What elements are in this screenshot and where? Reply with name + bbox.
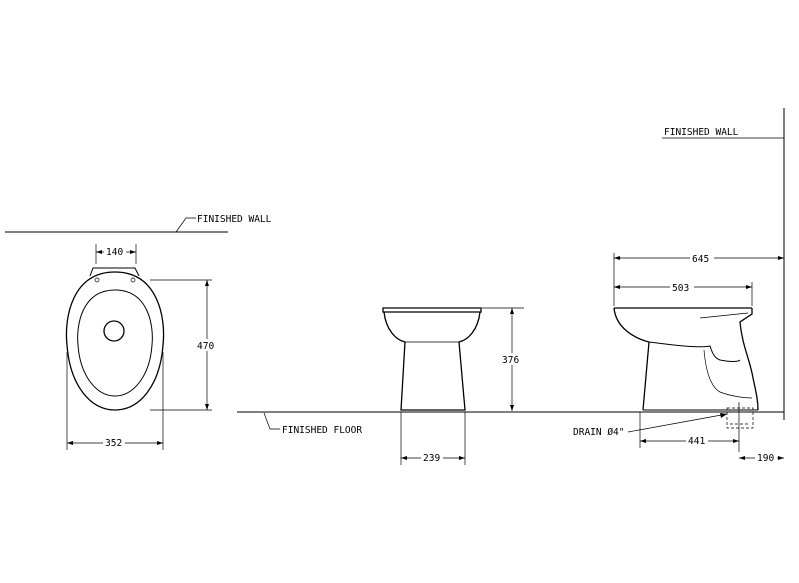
- side-trap-inner: [648, 341, 741, 362]
- drain-label: DRAIN Ø4": [573, 427, 624, 438]
- side-bowl-front: [613, 307, 650, 411]
- dim-140-label: 140: [106, 247, 123, 258]
- dim-376-label: 376: [502, 355, 519, 366]
- dim-645-label: 645: [692, 254, 709, 265]
- drain-leader-arrow: [720, 413, 727, 418]
- dim-470-arrow-top: [205, 280, 209, 286]
- dim-140-arrow-left: [96, 250, 102, 254]
- dim-352-label: 352: [105, 438, 122, 449]
- seat-outline-outer: [65, 271, 165, 411]
- side-trap-back: [739, 308, 759, 411]
- dim-352-arrow-right: [157, 441, 163, 445]
- drain-leader: [627, 413, 728, 433]
- dim-441-arrow-right: [733, 439, 739, 443]
- bowl-opening-inner: [77, 289, 153, 397]
- finished-floor-label: FINISHED FLOOR: [282, 425, 362, 436]
- finished-floor-group: FINISHED FLOOR: [237, 411, 784, 436]
- dim-239-label: 239: [423, 453, 440, 464]
- side-drain-outlet: [726, 407, 754, 429]
- dim-503-label: 503: [672, 283, 689, 294]
- side-view: 645 503 441 190 DRAIN Ø4": [573, 252, 784, 464]
- hinge-hole-right: [130, 277, 136, 283]
- dim-470-arrow-bottom: [205, 404, 209, 410]
- dim-239-arrow-right: [459, 456, 465, 460]
- right-finished-wall-label: FINISHED WALL: [664, 127, 739, 138]
- dim-140-arrow-right: [130, 250, 136, 254]
- side-trap-passage: [703, 349, 753, 399]
- hinge-hole-left: [94, 277, 100, 283]
- dim-239-arrow-left: [401, 456, 407, 460]
- dim-376-arrow-top: [510, 308, 514, 314]
- dim-645-arrow-left: [614, 256, 620, 260]
- dim-470-label: 470: [197, 341, 214, 352]
- dim-503-arrow-left: [614, 285, 620, 289]
- dim-503-arrow-right: [746, 285, 752, 289]
- left-finished-wall-group: FINISHED WALL: [5, 214, 272, 233]
- front-rim: [382, 307, 482, 313]
- drain-hole: [103, 320, 125, 342]
- dim-441-label: 441: [688, 436, 705, 447]
- dim-376-arrow-bottom: [510, 405, 514, 411]
- finished-floor-leader: [263, 412, 280, 430]
- dim-352-arrow-left: [67, 441, 73, 445]
- dim-190-arrow-right: [778, 456, 784, 460]
- dim-190-arrow-left: [739, 456, 745, 460]
- hinge-plate: [89, 267, 140, 277]
- front-bowl: [383, 311, 481, 411]
- left-finished-wall-label: FINISHED WALL: [197, 214, 272, 225]
- right-finished-wall-group: FINISHED WALL: [662, 108, 785, 420]
- top-view: 140 470 352: [65, 244, 218, 450]
- dim-441-arrow-left: [640, 439, 646, 443]
- left-finished-wall-leader: [175, 217, 196, 233]
- dim-645-arrow-right: [778, 256, 784, 260]
- dim-190-label: 190: [757, 453, 774, 464]
- front-view: 376 239: [382, 307, 524, 465]
- side-inner-line: [699, 312, 749, 319]
